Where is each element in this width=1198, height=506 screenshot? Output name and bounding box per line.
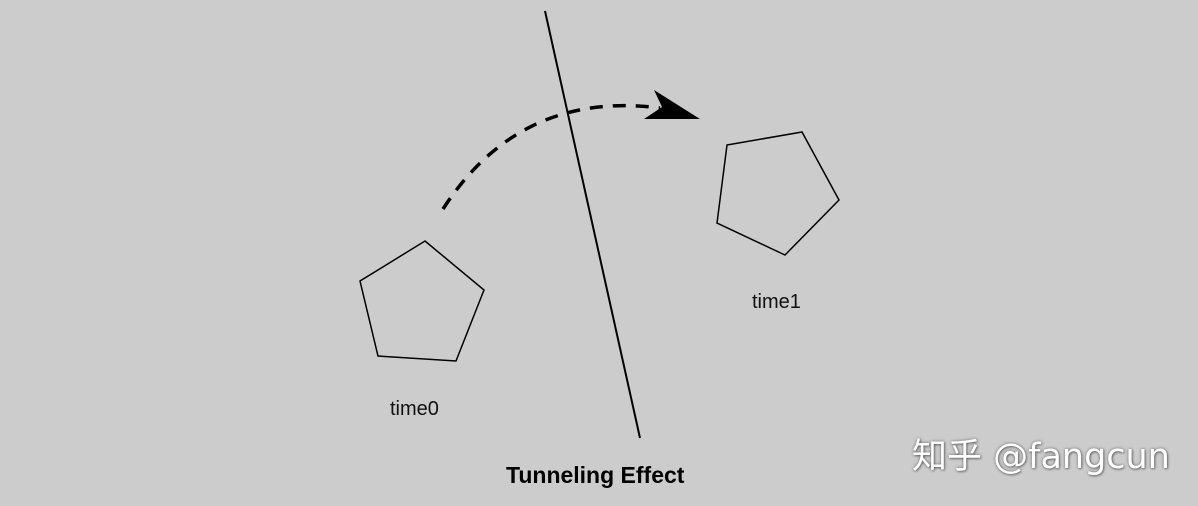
diagram-title: Tunneling Effect bbox=[506, 462, 685, 488]
obstacle-line bbox=[544, 10, 641, 439]
time1-label: time1 bbox=[752, 291, 801, 313]
pentagon-time1 bbox=[716, 131, 840, 256]
motion-arrow-head bbox=[644, 90, 700, 119]
pentagon-time0 bbox=[359, 240, 485, 362]
motion-arrow-path bbox=[441, 103, 661, 210]
watermark-text: 知乎 @fangcun bbox=[912, 437, 1170, 477]
time0-label: time0 bbox=[390, 398, 439, 420]
